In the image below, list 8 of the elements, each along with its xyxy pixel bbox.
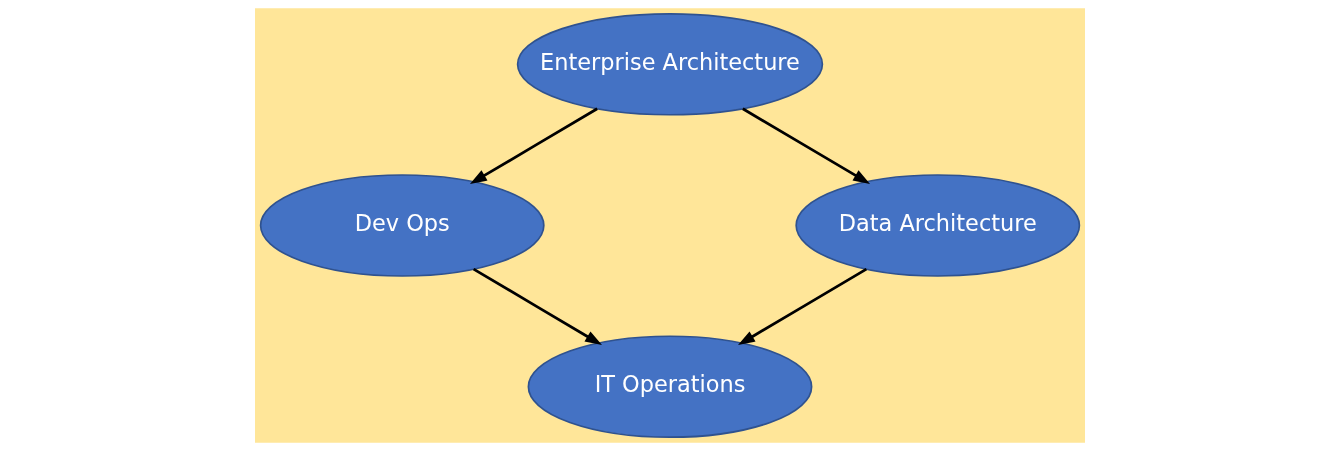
node-ellipse: Enterprise Architecture [516,12,824,116]
arrow [472,267,602,346]
node-ellipse: Data Architecture [795,174,1081,277]
arrow [469,107,598,184]
node-ellipse: IT Operations [527,335,813,439]
node-ellipse: Dev Ops [259,174,545,277]
arrow [738,267,868,346]
arrow [742,107,871,184]
